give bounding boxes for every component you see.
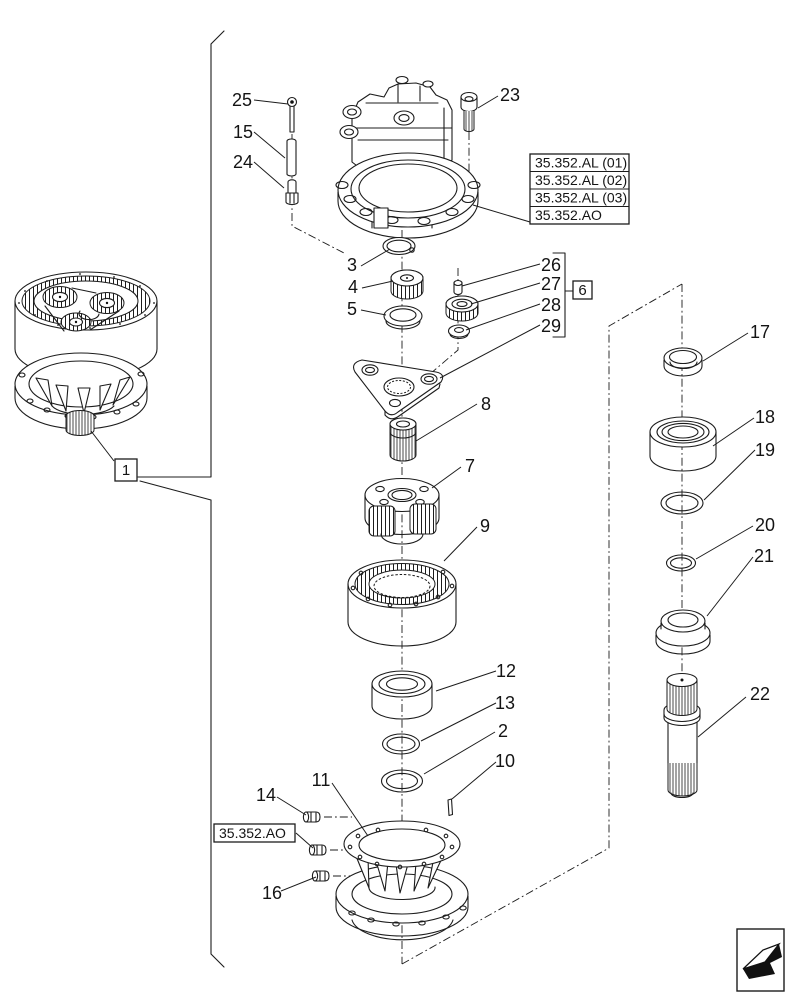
callout-27: 27: [541, 274, 561, 294]
callout-18: 18: [755, 407, 775, 427]
ring-gear-9: [347, 559, 457, 647]
plug-16: [311, 870, 330, 882]
callout-21: 21: [754, 546, 774, 566]
ref-box-housing-plug[interactable]: 35.352.AO: [213, 823, 296, 843]
pin-25: [286, 96, 298, 133]
callout-13: 13: [495, 693, 515, 713]
ref-link-35-352-ao-housing[interactable]: 35.352.AO: [219, 825, 286, 841]
gear-27: [445, 295, 479, 322]
sun-gear-4: [390, 269, 424, 300]
callout-9: 9: [480, 516, 490, 536]
retaining-ring-3: [382, 236, 416, 256]
callout-15: 15: [233, 122, 253, 142]
callout-23: 23: [500, 85, 520, 105]
callout-10: 10: [495, 751, 515, 771]
plug-14: [302, 811, 321, 823]
callout-17: 17: [750, 322, 770, 342]
bearing-ring-5: [383, 305, 423, 330]
screw-23: [460, 91, 478, 132]
flange-bolt-holes: [335, 180, 481, 226]
callout-28: 28: [541, 295, 561, 315]
race-ring-17: [663, 347, 703, 377]
leader-lines: [90, 95, 756, 892]
callout-4: 4: [348, 277, 358, 297]
callout-25: 25: [232, 90, 252, 110]
carrier-plate-29: [353, 359, 444, 420]
seal-ring-19: [660, 491, 704, 515]
figure-bracket: [137, 30, 225, 968]
ring-gear-rim-holes: [350, 569, 455, 608]
planet-carrier-7: [364, 477, 440, 545]
ref-link-35-352-al-02[interactable]: 35.352.AL (02): [535, 172, 627, 188]
callout-11: 11: [312, 770, 331, 790]
upper-flange-holes: [347, 827, 455, 870]
housing-11: [335, 820, 469, 941]
callout-19: 19: [755, 440, 775, 460]
callout-24: 24: [233, 152, 253, 172]
splined-shaft-22: [663, 672, 701, 799]
rim-dots: [18, 273, 155, 329]
rod-15: [286, 138, 297, 177]
o-ring-20: [665, 554, 697, 572]
callout-5: 5: [347, 299, 357, 319]
continuation-arrow-icon: [742, 942, 782, 979]
callout-20: 20: [755, 515, 775, 535]
splined-coupling-8: [389, 417, 417, 462]
plug-ao: [308, 844, 327, 856]
callout-7: 7: [465, 456, 475, 476]
swing-motor-assembly: [335, 75, 481, 239]
callout-2: 2: [498, 721, 508, 741]
callout-29: 29: [541, 316, 561, 336]
planet-gears: [42, 286, 125, 332]
bearing-12: [371, 670, 433, 720]
housing-ribs-11: [355, 853, 445, 901]
page-continuation-icon[interactable]: [736, 928, 785, 992]
ref-link-35-352-al-01[interactable]: 35.352.AL (01): [535, 155, 627, 171]
callout-14: 14: [256, 785, 276, 805]
pin-26: [453, 279, 463, 296]
fitting-24: [285, 179, 299, 206]
bearing-18: [649, 416, 717, 472]
seal-ring-2: [380, 769, 424, 793]
ref-link-35-352-al-03[interactable]: 35.352.AL (03): [535, 190, 627, 206]
callout-26: 26: [541, 255, 561, 275]
callout-8: 8: [481, 394, 491, 414]
ref-box-motor[interactable]: 35.352.AL (01) 35.352.AL (02) 35.352.AL …: [529, 153, 630, 225]
assembled-swing-reducer: [14, 271, 158, 436]
callout-16: 16: [262, 883, 282, 903]
assembly-box-1[interactable]: 1: [114, 458, 138, 482]
housing-ribs: [35, 376, 131, 416]
callout-3: 3: [347, 255, 357, 275]
washer-28: [447, 324, 471, 340]
callout-22: 22: [750, 684, 770, 704]
lower-flange-holes: [348, 905, 467, 927]
group-box-6[interactable]: 6: [552, 252, 593, 338]
callout-labels: 25 15 24 23 3 4 5 26 27 28 29 8 7 9 12 1…: [232, 85, 775, 903]
seal-ring-13: [381, 733, 421, 755]
group-box-6-label[interactable]: 6: [578, 282, 586, 299]
callout-12: 12: [496, 661, 516, 681]
ref-link-35-352-ao-motor[interactable]: 35.352.AO: [535, 207, 602, 223]
collar-21: [655, 609, 711, 655]
assembly-box-1-label[interactable]: 1: [122, 462, 130, 479]
dowel-pin-10: [447, 798, 454, 817]
